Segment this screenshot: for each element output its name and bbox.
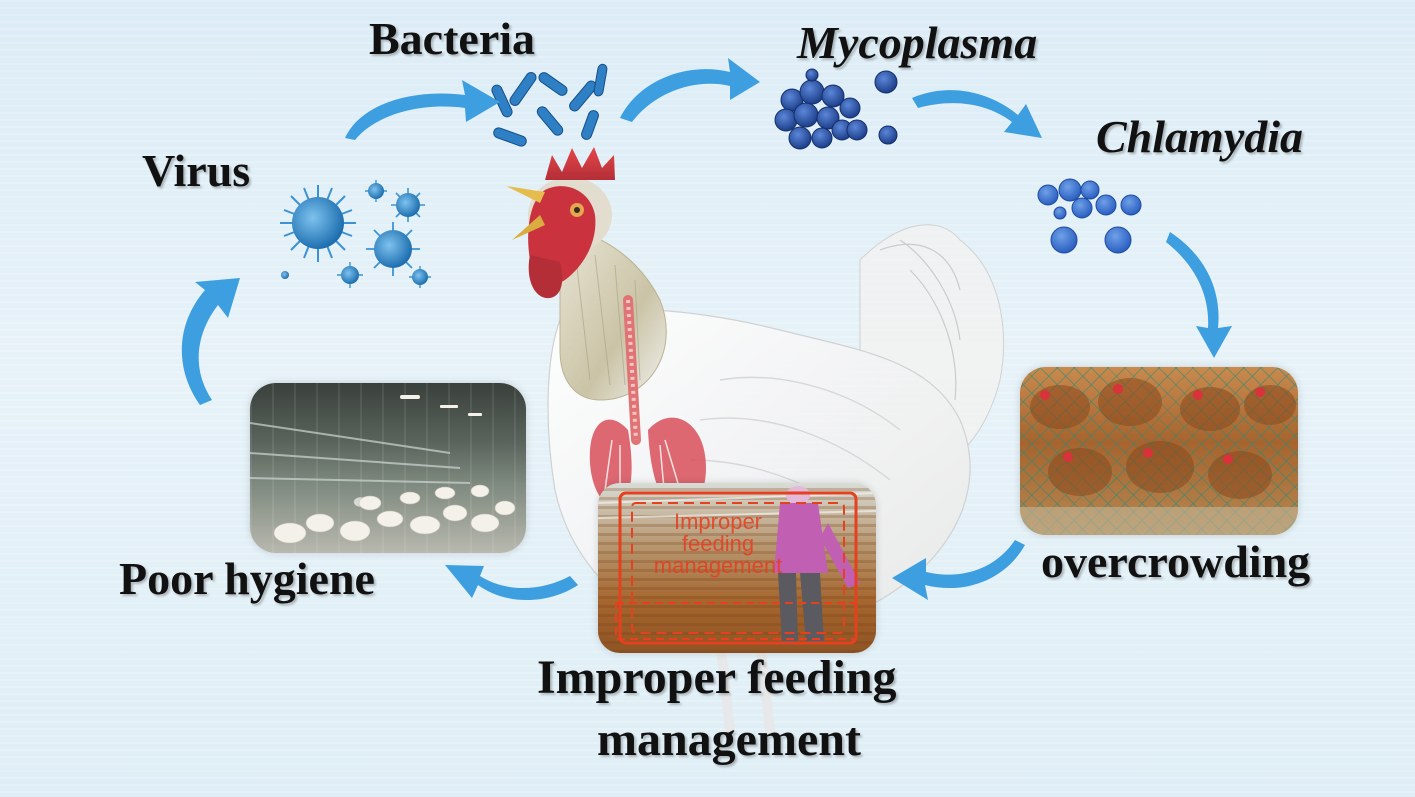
label-mycoplasma: Mycoplasma: [797, 17, 1038, 68]
cycle-arrows: [181, 58, 1232, 600]
label-overcrowding: overcrowding: [1041, 536, 1311, 587]
label-chlamydia: Chlamydia: [1096, 111, 1304, 162]
barn-interior-graphic: [250, 395, 516, 544]
label-improper-feeding-line-2: management: [597, 713, 861, 766]
improper-feeding-photo: Improper feeding management: [598, 483, 876, 653]
label-improper-feeding-line-1: Improper feeding: [537, 651, 897, 704]
overlay-line-1: Improper: [673, 509, 763, 534]
overcrowding-photo: [1020, 367, 1298, 535]
label-poor-hygiene: Poor hygiene: [119, 553, 375, 604]
label-bacteria: Bacteria: [369, 13, 536, 64]
feeding-graphic: [598, 486, 876, 645]
label-virus: Virus: [142, 145, 251, 196]
feeding-photo-overlay-text: Improper feeding management: [638, 511, 798, 577]
chlamydia-icon: [1037, 178, 1142, 254]
hens-graphic: [1020, 378, 1298, 535]
overlay-line-2: feeding: [681, 531, 755, 556]
bacteria-icon: [491, 63, 608, 147]
overlay-line-3: management: [653, 553, 783, 578]
mycoplasma-icon: [774, 68, 898, 150]
virus-icon: [280, 180, 431, 288]
poor-hygiene-photo: [250, 383, 526, 553]
